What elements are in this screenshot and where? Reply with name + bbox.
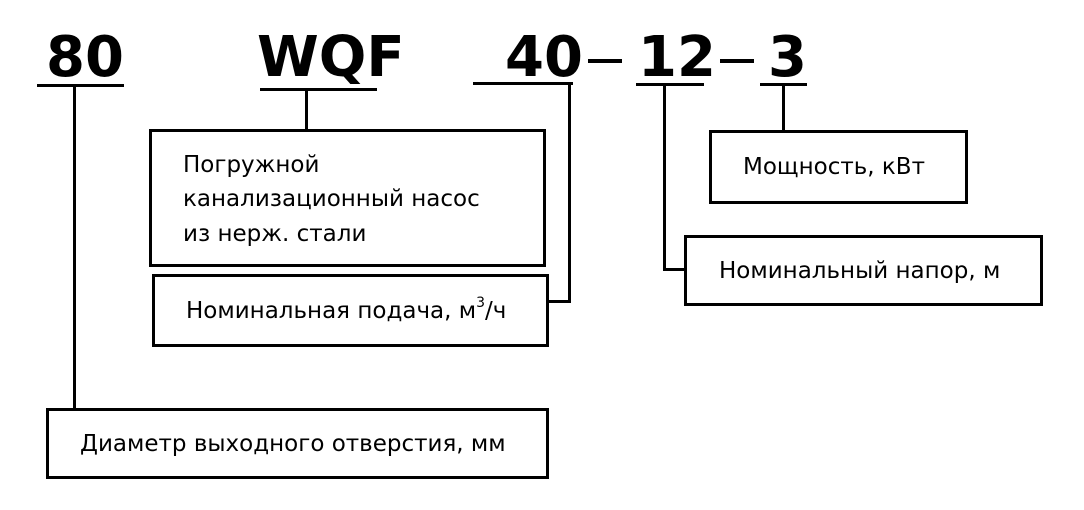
underline-type bbox=[260, 88, 377, 91]
box-outlet-diameter: Диаметр выходного отверстия, мм bbox=[46, 408, 549, 479]
label-type-line-1: Погружной bbox=[183, 152, 320, 178]
connector-head-vertical bbox=[663, 83, 666, 271]
label-flow-superscript: 3 bbox=[476, 295, 486, 312]
connector-type bbox=[305, 88, 308, 131]
connector-diameter bbox=[73, 84, 76, 410]
connector-power bbox=[782, 83, 785, 131]
code-power: 3 bbox=[768, 25, 807, 90]
underline-head bbox=[636, 83, 704, 86]
label-head: Номинальный напор, м bbox=[719, 258, 1001, 284]
underline-flow bbox=[473, 82, 573, 85]
label-flow-prefix: Номинальная подача, м bbox=[186, 298, 477, 324]
code-type: WQF bbox=[257, 25, 405, 90]
box-power: Мощность, кВт bbox=[709, 130, 968, 204]
label-type-line-3: из нерж. стали bbox=[183, 221, 367, 247]
code-separator-1 bbox=[588, 59, 622, 63]
code-separator-2 bbox=[720, 59, 754, 63]
code-flow: 40 bbox=[505, 25, 583, 90]
code-head: 12 bbox=[638, 25, 716, 90]
connector-flow-horizontal bbox=[548, 300, 571, 303]
box-nominal-flow: Номинальная подача, м3/ч bbox=[152, 274, 549, 347]
label-diameter: Диаметр выходного отверстия, мм bbox=[80, 431, 506, 457]
box-pump-type: Погружной канализационный насос из нерж.… bbox=[149, 129, 546, 267]
label-flow: Номинальная подача, м3/ч bbox=[186, 296, 506, 327]
underline-diameter bbox=[37, 84, 124, 87]
box-nominal-head: Номинальный напор, м bbox=[684, 235, 1043, 306]
label-flow-suffix: /ч bbox=[485, 298, 507, 324]
label-power: Мощность, кВт bbox=[743, 154, 925, 180]
connector-flow-vertical bbox=[568, 82, 571, 303]
label-type-line-2: канализационный насос bbox=[183, 186, 480, 212]
connector-head-horizontal bbox=[663, 268, 687, 271]
code-diameter: 80 bbox=[46, 25, 124, 90]
